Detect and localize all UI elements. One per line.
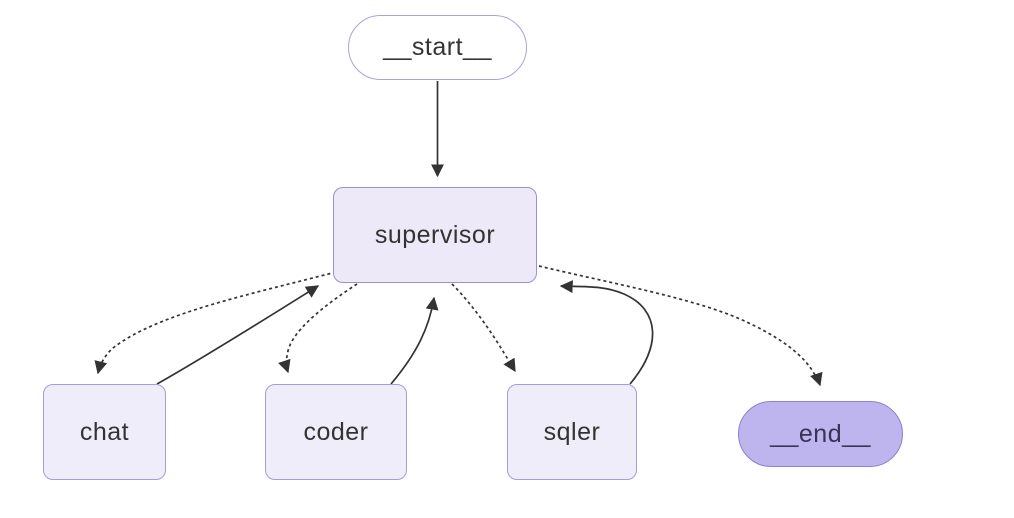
node-start: __start__: [348, 15, 527, 80]
node-sqler: sqler: [507, 384, 637, 480]
edge-chat-supervisor: [156, 285, 320, 385]
edge-supervisor-sqler: [451, 283, 516, 373]
node-end: __end__: [738, 401, 903, 467]
node-end-label: __end__: [770, 419, 871, 448]
edge-supervisor-chat: [94, 271, 337, 375]
edge-supervisor-coder: [278, 283, 358, 374]
node-coder: coder: [265, 384, 407, 480]
node-supervisor: supervisor: [333, 187, 537, 283]
node-sqler-label: sqler: [543, 417, 601, 446]
node-chat-label: chat: [79, 417, 130, 446]
node-chat: chat: [43, 384, 166, 480]
edge-coder-supervisor: [390, 296, 439, 385]
edge-supervisor-end: [538, 265, 823, 387]
node-supervisor-label: supervisor: [374, 220, 496, 249]
node-start-label: __start__: [383, 33, 492, 61]
node-coder-label: coder: [303, 417, 369, 446]
edge-sqler-supervisor: [559, 280, 654, 385]
